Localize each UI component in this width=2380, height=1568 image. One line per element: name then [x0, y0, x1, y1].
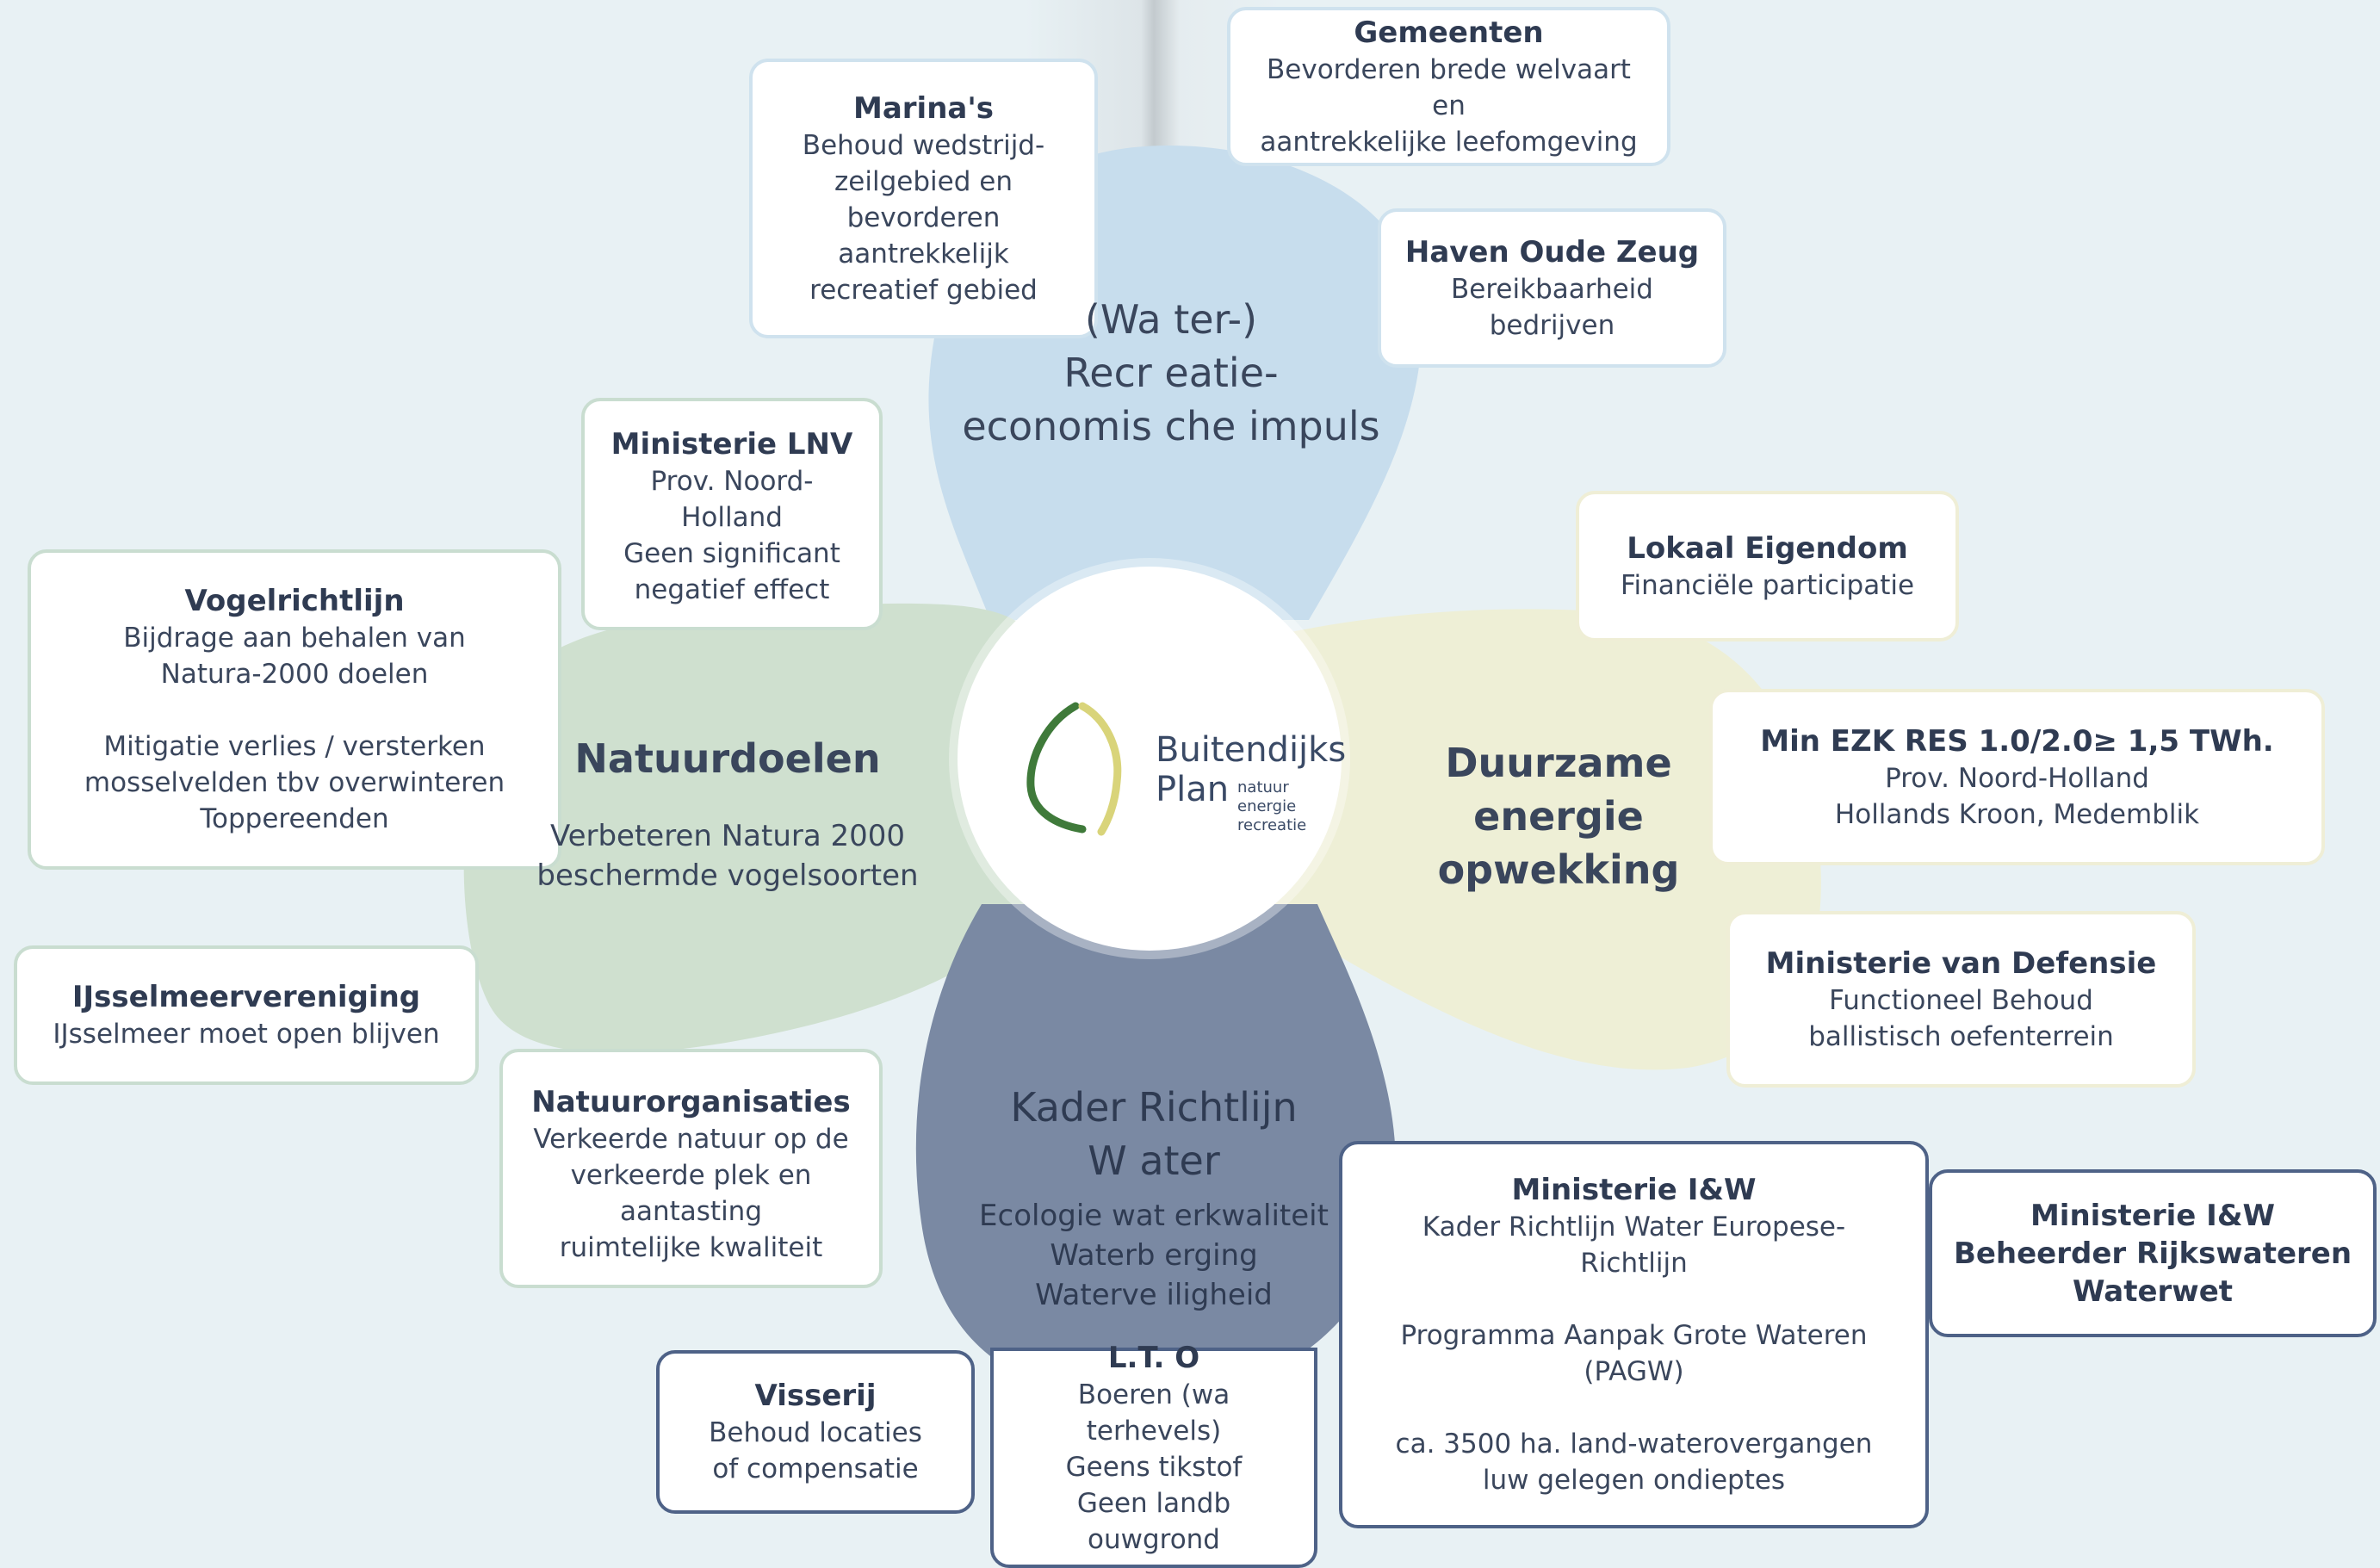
box-ijsselmeer-title: IJsselmeervereniging: [71, 980, 421, 1014]
box-visserij: Visserij Behoud locaties of compensatie: [656, 1350, 975, 1514]
box-iw-desc2: Programma Aanpak Grote Wateren (PAGW): [1400, 1320, 1868, 1387]
box-iw-title: Ministerie I&W: [1511, 1173, 1757, 1207]
box-ijsselmeer-desc: IJsselmeer moet open blijven: [53, 1019, 440, 1050]
box-visserij-desc: Behoud locaties of compensatie: [709, 1417, 922, 1484]
box-haven-title: Haven Oude Zeug: [1404, 234, 1700, 270]
box-defensie-desc: Functioneel Behoud ballistisch oefenterr…: [1808, 984, 2114, 1052]
petal-natuur-title: Natuurdoelen: [574, 735, 881, 782]
logo-name-line2: Plan: [1156, 770, 1230, 809]
box-natuurorg-title: Natuurorganisaties: [531, 1085, 851, 1119]
petal-energie-title: Duurzame energie opwekking: [1437, 740, 1680, 893]
box-lokaal-desc: Financiële participatie: [1620, 569, 1915, 601]
box-min-ezk: Min EZK RES 1.0/2.0≥ 1,5 TWh. Prov. Noor…: [1709, 689, 2325, 865]
logo-tagline-natuur: natuur: [1237, 778, 1289, 796]
box-lnv-title: Ministerie LNV: [610, 427, 853, 462]
box-lokaal-eigendom: Lokaal Eigendom Financiële participatie: [1576, 491, 1959, 641]
box-haven-desc: Bereikbaarheid bedrijven: [1451, 273, 1653, 341]
box-gemeenten: Gemeenten Bevorderen brede welvaart en a…: [1227, 7, 1670, 166]
petal-water-title: Kader Richtlijn W ater: [1010, 1084, 1298, 1184]
box-vogelrichtlijn: Vogelrichtlijn Bijdrage aan behalen van …: [28, 549, 561, 870]
box-lokaal-title: Lokaal Eigendom: [1627, 530, 1908, 566]
box-defensie-title: Ministerie van Defensie: [1765, 945, 2157, 981]
petal-energie: [1266, 609, 1821, 1070]
box-vogelrichtlijn-title: Vogelrichtlijn: [184, 584, 405, 618]
box-visserij-title: Visserij: [754, 1379, 877, 1413]
petal-recreatie-text: (Wa ter-) Recr eatie- economis che impul…: [904, 293, 1438, 453]
box-ezk-desc: Prov. Noord-Holland Hollands Kroon, Mede…: [1834, 762, 2200, 830]
box-lto: L.T. O Boeren (wa terhevels) Geens tikst…: [990, 1341, 1317, 1568]
box-natuurorg-desc: Verkeerde natuur op de verkeerde plek en…: [533, 1124, 849, 1263]
box-ministerie-defensie: Ministerie van Defensie Functioneel Beho…: [1726, 911, 2196, 1088]
plan-logo-icon: [1026, 702, 1122, 836]
box-iw-desc3: ca. 3500 ha. land-waterovergangen luw ge…: [1395, 1429, 1873, 1496]
box-haven-oude-zeug: Haven Oude Zeug Bereikbaarheid bedrijven: [1378, 208, 1726, 368]
petal-water-text: Kader Richtlijn W ater Ecologie wat erkw…: [913, 1081, 1395, 1315]
box-gemeenten-desc: Bevorderen brede welvaart en aantrekkeli…: [1260, 53, 1638, 158]
petal-natuur-subtitle: Verbeteren Natura 2000 beschermde vogels…: [536, 819, 919, 893]
petal-natuur: [463, 603, 1033, 1053]
petal-energie-text: Duurzame energie opwekking: [1386, 736, 1731, 896]
petal-natuur-text: Natuurdoelen Verbeteren Natura 2000 besc…: [517, 732, 939, 896]
logo-tagline-recreatie: recreatie: [1237, 816, 1307, 834]
box-iw2-title: Ministerie I&W Beheerder Rijkswateren Wa…: [1953, 1198, 2352, 1309]
box-gemeenten-title: Gemeenten: [1354, 15, 1544, 50]
box-ezk-title: Min EZK RES 1.0/2.0≥ 1,5 TWh.: [1760, 723, 2274, 759]
box-marinas-title: Marina's: [853, 90, 994, 126]
petal-recreatie-title: (Wa ter-) Recr eatie- economis che impul…: [962, 296, 1380, 449]
logo-tagline: natuur energie recreatie: [1237, 778, 1306, 835]
logo-tagline-energie: energie: [1237, 797, 1297, 815]
petal-water-subtitle: Ecologie wat erkwaliteit Waterb erging W…: [979, 1199, 1329, 1312]
logo-name-line1: Buitendijks: [1156, 730, 1347, 770]
box-ijsselmeervereniging: IJsselmeervereniging IJsselmeer moet ope…: [14, 945, 479, 1085]
box-vogelrichtlijn-desc2: Mitigatie verlies / versterken mosselvel…: [84, 731, 505, 834]
box-lto-desc: Boeren (wa terhevels) Geens tikstof Geen…: [1065, 1379, 1243, 1555]
box-ministerie-iw: Ministerie I&W Kader Richtlijn Water Eur…: [1339, 1141, 1929, 1528]
box-ministerie-iw-beheerder: Ministerie I&W Beheerder Rijkswateren Wa…: [1929, 1169, 2377, 1337]
box-marinas-desc: Behoud wedstrijd- zeilgebied en bevorder…: [802, 129, 1045, 306]
box-iw-desc1: Kader Richtlijn Water Europese- Richtlij…: [1422, 1212, 1846, 1279]
box-vogelrichtlijn-desc1: Bijdrage aan behalen van Natura-2000 doe…: [123, 623, 466, 690]
logo-name: Buitendijks Plan: [1156, 730, 1346, 809]
box-ministerie-lnv: Ministerie LNV Prov. Noord-Holland Geen …: [581, 398, 883, 630]
petal-water: [915, 904, 1396, 1400]
box-lnv-desc: Prov. Noord-Holland Geen significant neg…: [623, 466, 840, 605]
box-marinas: Marina's Behoud wedstrijd- zeilgebied en…: [749, 59, 1098, 338]
box-natuurorganisaties: Natuurorganisaties Verkeerde natuur op d…: [499, 1049, 883, 1288]
center-logo-circle: Buitendijks Plan natuur energie recreati…: [958, 567, 1346, 951]
box-lto-title: L.T. O: [1107, 1341, 1200, 1375]
